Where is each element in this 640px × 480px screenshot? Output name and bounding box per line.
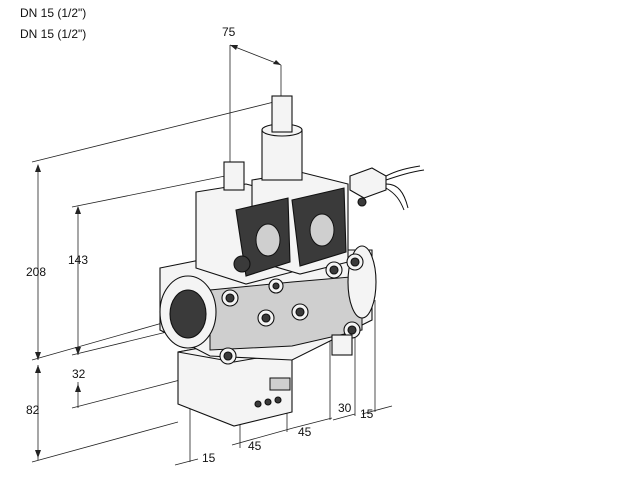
dim-45-b: 45	[298, 425, 312, 439]
dim-45-a: 45	[248, 439, 262, 453]
header-line-2: DN 15 (1/2")	[20, 27, 87, 41]
cable-plug-icon	[349, 165, 425, 211]
valve-body	[159, 95, 377, 427]
dim-15-bottom: 15	[202, 451, 216, 465]
dim-15-right: 15	[360, 407, 374, 421]
header-line-1: DN 15 (1/2")	[20, 6, 87, 20]
dim-30: 30	[338, 401, 352, 415]
dim-143: 143	[68, 253, 88, 267]
dim-75: 75	[222, 25, 236, 39]
dim-82: 82	[26, 403, 40, 417]
dim-208: 208	[26, 265, 46, 279]
dim-32: 32	[72, 367, 86, 381]
